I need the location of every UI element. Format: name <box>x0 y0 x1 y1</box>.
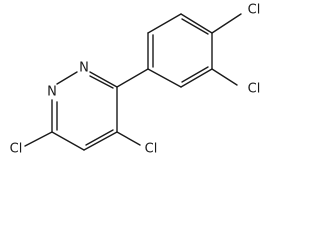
bond-c4-cl <box>116 131 141 146</box>
atom-label-cl-ring-bottom: Cl <box>10 142 23 157</box>
bond-ph-c2-c3 <box>147 13 182 34</box>
atom-label-cl-ring-top: Cl <box>145 142 158 157</box>
bond-c6-c5 <box>51 131 85 151</box>
atom-label-n2: N <box>79 61 89 76</box>
bond-c3-n2 <box>89 71 118 88</box>
bond-c5-c4 <box>83 131 118 151</box>
bond-ph-c3-c4-double <box>181 18 209 35</box>
atom-labels: N N Cl Cl Cl Cl <box>10 3 261 157</box>
chemical-structure-diagram: N N Cl Cl Cl Cl <box>10 3 261 157</box>
bond-c6-cl <box>24 131 53 147</box>
bond-ph-c3-c4 <box>180 13 213 34</box>
bond-ph-c5-c6-double <box>181 66 209 83</box>
bond-c5-c4-double <box>85 129 114 146</box>
bond-ph-c5-cl <box>211 68 238 86</box>
atom-label-cl-phenyl-meta: Cl <box>248 82 261 97</box>
bond-ph-c4-cl <box>211 13 242 34</box>
bond-ph-c6-c1 <box>147 68 182 88</box>
atom-label-n1: N <box>47 85 57 100</box>
bond-n2-n1 <box>56 71 78 85</box>
atom-label-cl-phenyl-para: Cl <box>248 3 261 18</box>
bond-ph-c5-c6 <box>180 68 213 88</box>
bond-c3-phenyl <box>116 68 149 88</box>
bond-c3-n2-double <box>89 75 114 89</box>
bonds <box>24 13 242 151</box>
